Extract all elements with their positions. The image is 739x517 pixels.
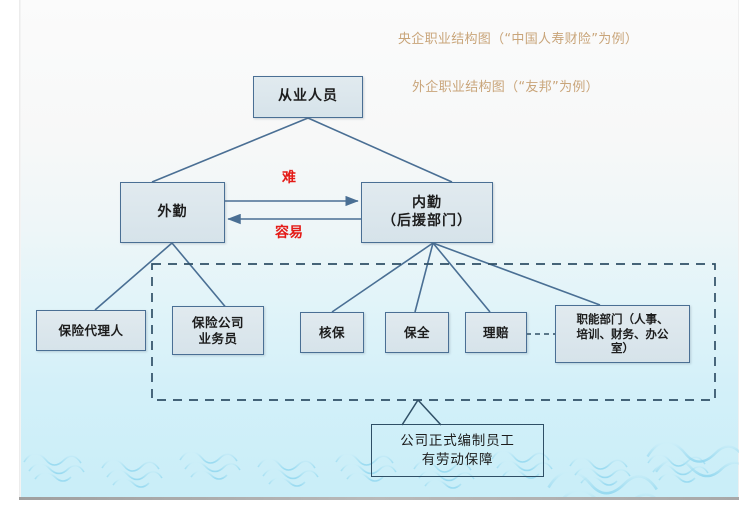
node-field-work[interactable]: 外勤 bbox=[120, 182, 225, 243]
node-functional-departments[interactable]: 职能部门（人事、 培训、财务、办公 室） bbox=[555, 305, 690, 363]
edge-label-easy-text: 容易 bbox=[275, 225, 303, 241]
node-insurance-agent[interactable]: 保险代理人 bbox=[36, 310, 146, 351]
node-underwriting[interactable]: 核保 bbox=[300, 312, 364, 353]
node-insurance-salesperson-label-line2: 业务员 bbox=[198, 330, 238, 346]
slide-bottom-rule bbox=[19, 497, 739, 500]
node-field-work-label: 外勤 bbox=[157, 203, 188, 220]
node-functional-departments-label-line1: 职能部门（人事、 bbox=[576, 311, 669, 326]
node-internal-work-label-line2: （后援部门） bbox=[382, 212, 472, 229]
node-practitioners-label: 从业人员 bbox=[278, 88, 338, 105]
node-insurance-salesperson-label-line1: 保险公司 bbox=[191, 315, 244, 331]
node-internal-work-label-line1: 内勤 bbox=[412, 195, 442, 212]
slide-background bbox=[19, 0, 739, 497]
node-policy-preservation[interactable]: 保全 bbox=[385, 312, 449, 353]
edge-label-hard-text: 难 bbox=[282, 170, 296, 186]
callout-formal-staff-line1: 公司正式编制员工 bbox=[400, 433, 515, 450]
node-policy-preservation-label: 保全 bbox=[403, 324, 430, 340]
title-foreign-enterprise: 外企职业结构图（“友邦”为例） bbox=[412, 80, 599, 95]
node-functional-departments-label-line3: 室） bbox=[611, 341, 634, 356]
node-underwriting-label: 核保 bbox=[318, 324, 345, 340]
node-functional-departments-label-line2: 培训、财务、办公 bbox=[576, 326, 669, 341]
callout-formal-staff-line2: 有劳动保障 bbox=[421, 451, 494, 468]
node-insurance-agent-label: 保险代理人 bbox=[58, 322, 124, 338]
node-practitioners[interactable]: 从业人员 bbox=[253, 76, 363, 118]
callout-formal-staff[interactable]: 公司正式编制员工 有劳动保障 bbox=[371, 424, 544, 477]
title-central-enterprise: 央企职业结构图（“中国人寿财险”为例） bbox=[398, 32, 639, 47]
edge-label-easy: 容易 bbox=[275, 222, 303, 242]
node-internal-work[interactable]: 内勤 （后援部门） bbox=[361, 182, 493, 243]
node-claims-label: 理赔 bbox=[482, 324, 509, 340]
node-insurance-salesperson[interactable]: 保险公司 业务员 bbox=[172, 306, 264, 355]
slide-left-edge bbox=[19, 0, 21, 497]
edge-label-hard: 难 bbox=[282, 167, 296, 187]
node-claims[interactable]: 理赔 bbox=[465, 312, 527, 353]
